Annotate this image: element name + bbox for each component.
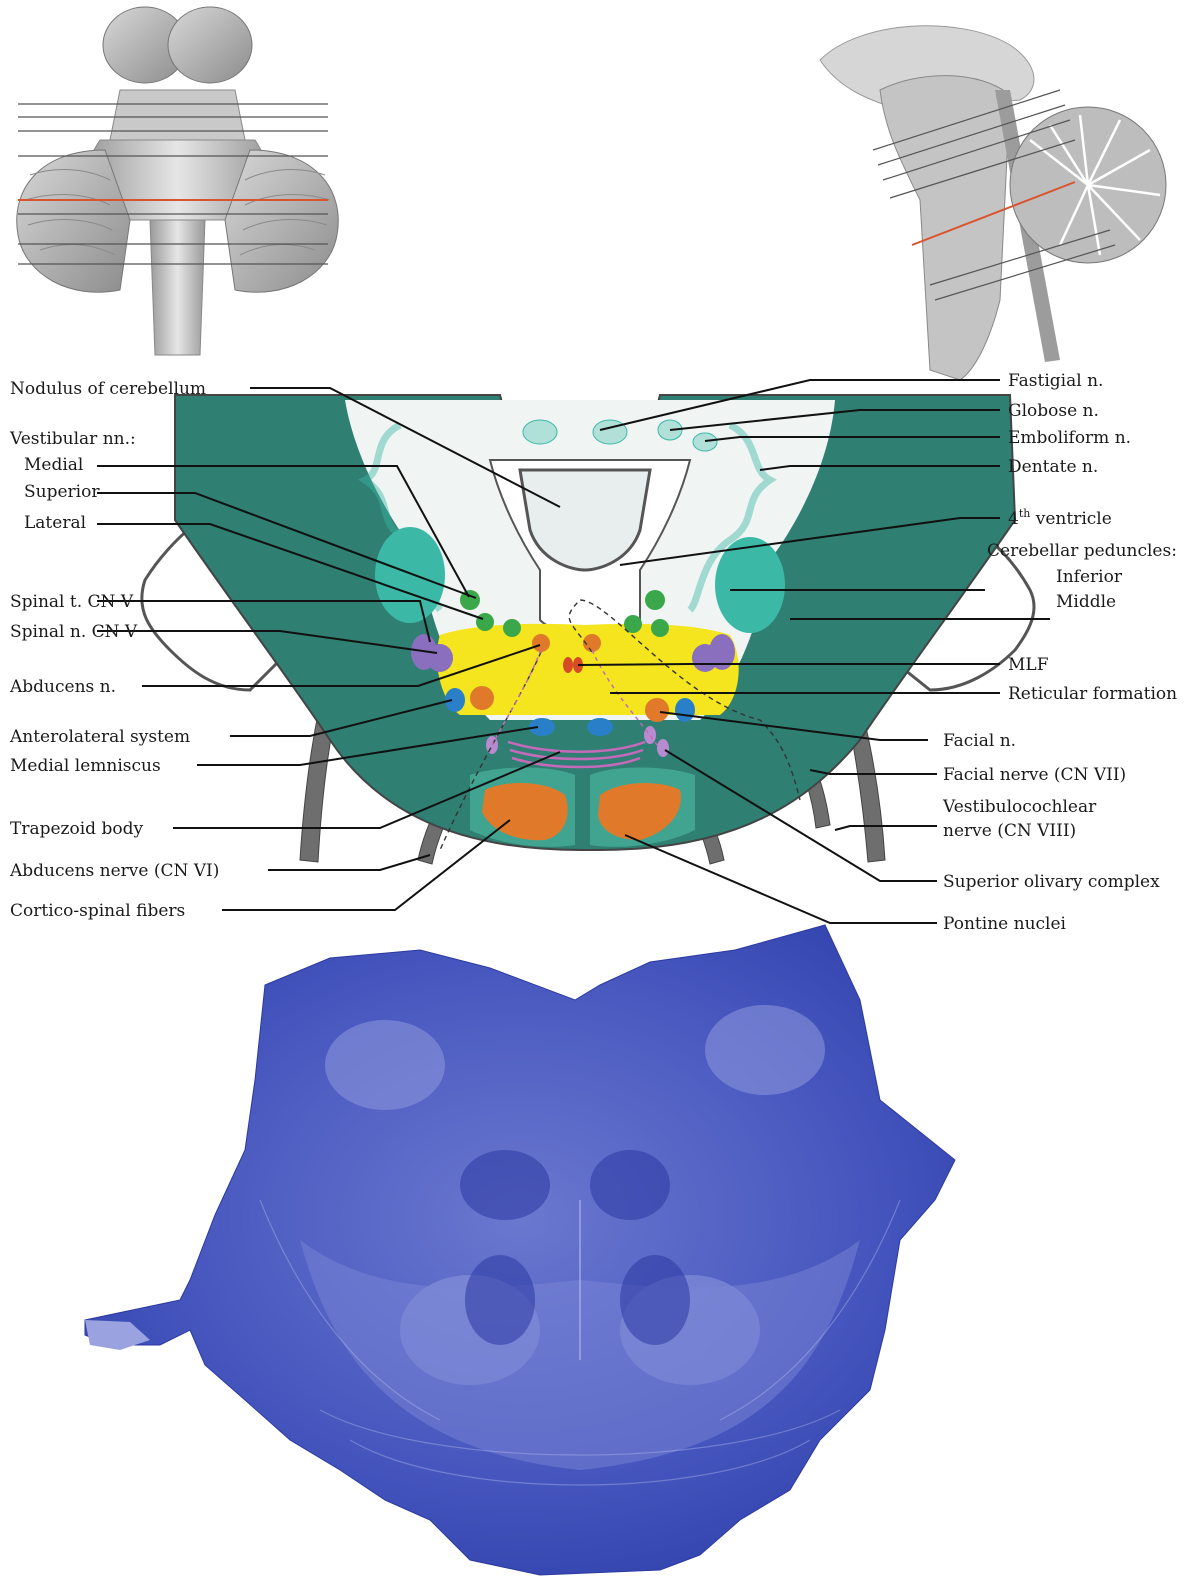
label-spinal-nucleus: Spinal n. CN V <box>10 622 138 642</box>
superior-olivary-right-2 <box>657 739 669 757</box>
medial-lemniscus-right <box>587 718 613 736</box>
label-vestibular-medial: Medial <box>24 455 83 475</box>
label-vestibulocochlear-1: Vestibulocochlear <box>942 797 1097 817</box>
superior-olivary-right <box>644 726 656 744</box>
label-mlf: MLF <box>1008 655 1049 675</box>
brain-midsagittal-view-icon <box>820 26 1166 380</box>
label-abducens-nerve: Abducens nerve (CN VI) <box>9 861 219 881</box>
label-medial-lemniscus: Medial lemniscus <box>10 756 161 776</box>
label-trapezoid-body: Trapezoid body <box>10 819 143 839</box>
brainstem-ventral-view-icon <box>17 7 339 355</box>
label-pontine-nuclei: Pontine nuclei <box>943 914 1067 934</box>
label-peduncle-inferior: Inferior <box>1056 567 1123 587</box>
anterolateral-system-right <box>675 698 695 722</box>
label-superior-olivary: Superior olivary complex <box>943 872 1160 892</box>
spinal-nucleus-cn-v-left <box>427 644 453 672</box>
label-facial-nerve: Facial nerve (CN VII) <box>943 765 1126 785</box>
label-anterolateral-system: Anterolateral system <box>9 727 190 747</box>
facial-nucleus <box>645 698 669 722</box>
label-vestibular-heading: Vestibular nn.: <box>9 429 136 449</box>
emboliform-nucleus <box>693 433 717 451</box>
vestibular-right-3 <box>651 619 669 637</box>
label-peduncle-middle: Middle <box>1056 592 1116 612</box>
label-reticular-formation: Reticular formation <box>1008 684 1177 704</box>
label-corticospinal: Cortico-spinal fibers <box>10 901 185 921</box>
label-vestibular-superior: Superior <box>24 482 100 502</box>
vestibular-medial-left <box>503 619 521 637</box>
mlf-left <box>563 657 573 673</box>
label-spinal-tract: Spinal t. CN V <box>10 592 134 612</box>
facial-nucleus-left <box>470 686 494 710</box>
label-facial-nucleus: Facial n. <box>943 731 1016 751</box>
spinal-nucleus-cn-v-right <box>692 644 718 672</box>
fastigial-nucleus <box>593 420 627 444</box>
label-abducens-nucleus: Abducens n. <box>9 677 116 697</box>
label-fastigial: Fastigial n. <box>1008 371 1103 391</box>
label-nodulus: Nodulus of cerebellum <box>10 379 206 399</box>
fastigial-nucleus-left <box>523 420 557 444</box>
abducens-nucleus-left <box>532 634 550 652</box>
label-globose: Globose n. <box>1008 401 1099 421</box>
label-peduncles-heading: Cerebellar peduncles: <box>987 541 1177 561</box>
label-vestibulocochlear-2: nerve (CN VIII) <box>943 821 1076 841</box>
inferior-cerebellar-peduncle-left <box>375 527 445 623</box>
nissl-stained-section-image <box>85 925 955 1575</box>
label-emboliform: Emboliform n. <box>1008 428 1131 448</box>
label-dentate: Dentate n. <box>1008 457 1098 477</box>
label-vestibular-lateral: Lateral <box>24 513 86 533</box>
label-fourth-ventricle: 4th ventricle <box>1008 507 1112 529</box>
vestibular-right-1 <box>645 590 665 610</box>
vestibular-superior-left <box>476 613 494 631</box>
